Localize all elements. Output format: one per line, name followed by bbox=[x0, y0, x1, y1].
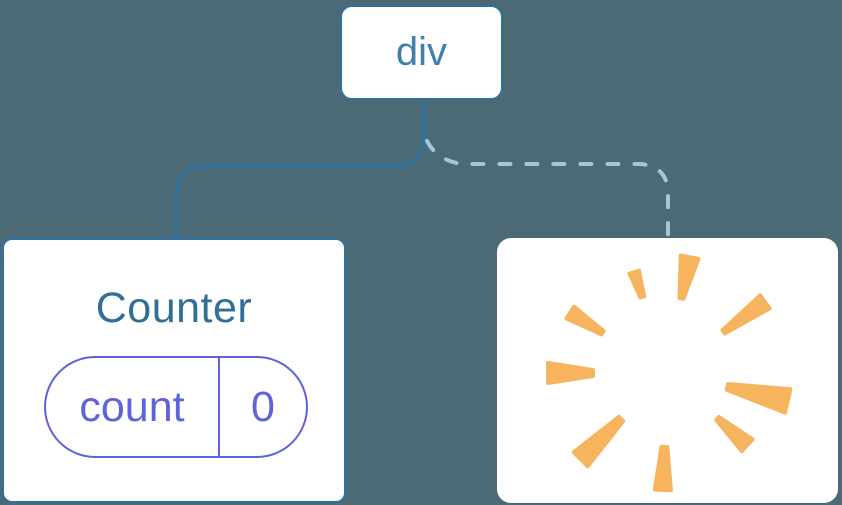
counter-component-card: Counter count 0 bbox=[2, 238, 346, 503]
solid-connector-line bbox=[174, 101, 426, 240]
state-pill: count 0 bbox=[44, 356, 308, 458]
dashed-connector-line bbox=[425, 139, 670, 240]
root-node-label: div bbox=[395, 30, 448, 74]
poof-ray bbox=[724, 382, 793, 415]
state-key-label: count bbox=[79, 382, 185, 431]
poof-ray bbox=[571, 414, 626, 469]
poof-ray bbox=[627, 268, 647, 300]
removed-component-card bbox=[497, 238, 838, 503]
poof-ray bbox=[546, 361, 595, 385]
poof-ray bbox=[677, 253, 701, 301]
poof-ray bbox=[652, 444, 673, 493]
poof-ray bbox=[564, 304, 606, 337]
state-pill-divider bbox=[218, 358, 220, 456]
poof-ray bbox=[720, 293, 772, 336]
root-node-div: div bbox=[340, 5, 503, 100]
state-value-label: 0 bbox=[251, 382, 275, 431]
poof-burst-icon bbox=[546, 253, 793, 493]
poof-ray bbox=[714, 415, 755, 454]
component-title: Counter bbox=[95, 284, 253, 332]
